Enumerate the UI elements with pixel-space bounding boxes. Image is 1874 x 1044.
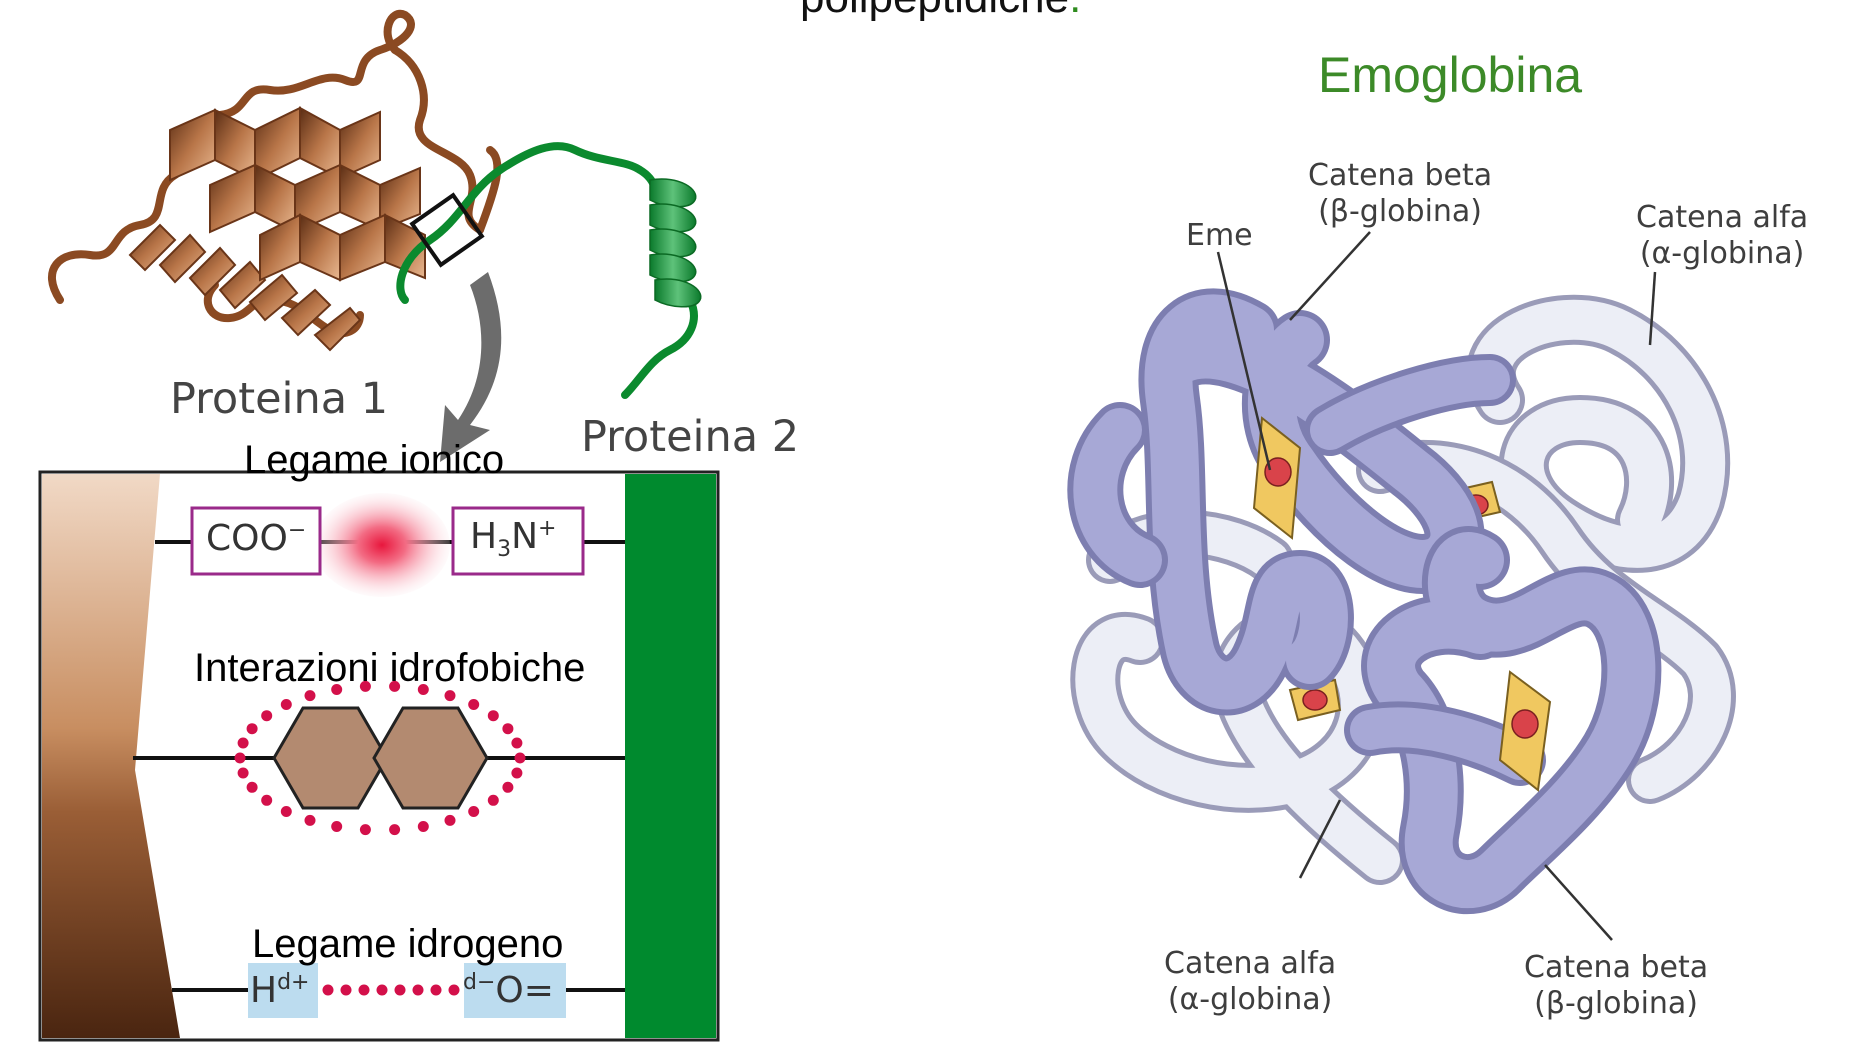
hydrophobic-dot (246, 723, 258, 735)
carboxylate-box (190, 506, 322, 576)
protein-1-structure (48, 9, 502, 352)
hydrophobic-dot (389, 824, 401, 836)
hydrogen-bond-dot (394, 984, 406, 996)
hydrophobic-dot (331, 821, 343, 832)
hydrophobic-dot (237, 737, 249, 749)
hydrophobic-dot (389, 680, 401, 692)
hydrogen-bond-dot (412, 984, 424, 996)
hydrophobic-dot (487, 794, 499, 806)
hydrogen-bond-dot (448, 984, 460, 996)
hydrophobic-dot (511, 737, 523, 749)
hydrophobic-ring-right (372, 706, 489, 810)
hydrogen-donor-label: Hd+ (250, 970, 310, 1011)
hydrophobic-title: Interazioni idrofobiche (194, 646, 586, 690)
hydrophobic-dot (417, 821, 429, 832)
hydrophobic-dot (444, 814, 456, 826)
protein-2-structure (396, 142, 702, 399)
ionic-bond-title: Legame ionico (244, 438, 505, 482)
hydrophobic-dot-ring (234, 680, 526, 836)
hemoglobin-title: Emoglobina (1318, 47, 1583, 103)
hydrophobic-dot (304, 814, 316, 826)
hydrogen-bond-dot (322, 984, 334, 996)
hydrogen-bond-title: Legame idrogeno (252, 922, 564, 966)
interaction-panel (38, 470, 720, 1042)
hydrophobic-dot (444, 690, 456, 702)
hydrogen-bond-dot (376, 984, 388, 996)
hemoglobin-structure (1067, 231, 1736, 941)
hydrophobic-dot (246, 781, 258, 793)
hydrogen-acceptor-label: d−O= (463, 970, 554, 1011)
hydrophobic-dot (331, 684, 343, 695)
hydrogen-donor-box (248, 963, 318, 1018)
hydrophobic-dot (359, 680, 371, 692)
hydrophobic-dot (468, 699, 480, 710)
page-title: polipeptidiche. (800, 0, 1081, 20)
hydrogen-acceptor-box (464, 963, 566, 1018)
hydrophobic-dot (417, 684, 429, 695)
hydrophobic-dot (261, 794, 273, 806)
ammonium-box (451, 506, 585, 576)
alfa-chain-top-label: Catena alfa(α-globina) (1636, 200, 1809, 271)
protein-1-label: Proteina 1 (170, 374, 389, 424)
hydrophobic-dot (502, 781, 514, 793)
hydrophobic-dot (511, 767, 523, 779)
hydrogen-bond-dot (430, 984, 442, 996)
hydrophobic-dot (304, 690, 316, 702)
hydrogen-bond-dots (322, 984, 460, 996)
hydrophobic-dot (487, 710, 499, 722)
hydrophobic-dot (261, 710, 273, 722)
alfa-chain-bottom-label: Catena alfa(α-globina) (1164, 946, 1337, 1017)
zoom-arrow (440, 272, 502, 462)
hydrogen-bond-dot (340, 984, 352, 996)
ionic-attraction-glow (314, 493, 450, 597)
hydrophobic-dot (514, 752, 526, 764)
contact-region-box (409, 192, 485, 268)
hydrogen-bond-dot (358, 984, 370, 996)
hydrophobic-dot (502, 723, 514, 735)
hydrophobic-dot (237, 767, 249, 779)
ammonium-label: H3N+ (470, 516, 557, 563)
hydrophobic-dot (468, 806, 480, 817)
hydrophobic-dot (234, 752, 246, 764)
hydrophobic-dot (280, 806, 292, 817)
hydrophobic-dot (280, 699, 292, 710)
protein-2-label: Proteina 2 (581, 412, 800, 462)
beta-chain-bottom-label: Catena beta(β-globina) (1524, 950, 1709, 1021)
beta-chain-top-label: Catena beta(β-globina) (1308, 158, 1493, 229)
carboxylate-label: COO− (206, 518, 307, 559)
eme-label: Eme (1186, 218, 1253, 253)
hydrophobic-dot (359, 824, 371, 836)
